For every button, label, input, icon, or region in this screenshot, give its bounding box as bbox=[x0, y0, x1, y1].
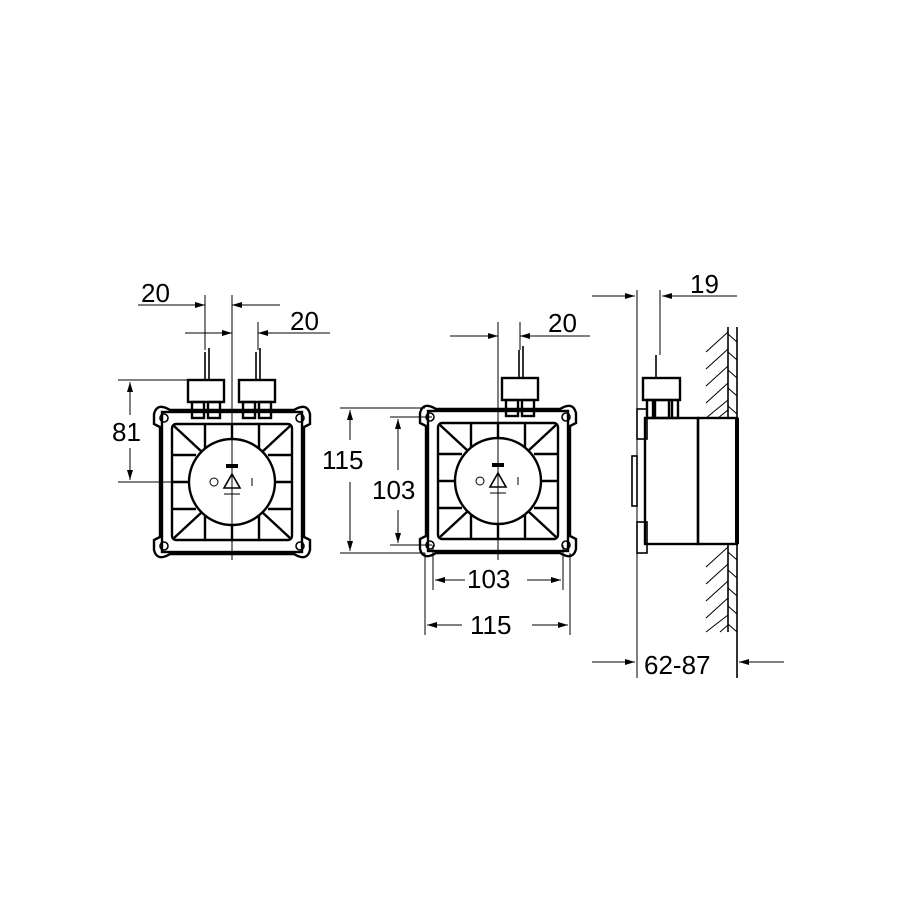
dim-outlet-height: 81 bbox=[112, 417, 141, 447]
dim-right-outlet-offset: 20 bbox=[290, 306, 319, 336]
dim-outer-width: 115 bbox=[470, 610, 511, 640]
dim-installation-depth: 62-87 bbox=[644, 650, 711, 680]
side-view: 19 62-87 bbox=[592, 269, 784, 680]
dim-inner-height: 103 bbox=[372, 475, 415, 505]
dim-left-outlet-offset: 20 bbox=[141, 278, 170, 308]
dim-outlet-depth: 19 bbox=[690, 269, 719, 299]
front-view-single-outlet: 20 115 103 103 115 bbox=[322, 308, 590, 640]
dim-inner-width: 103 bbox=[467, 564, 510, 594]
dim-outlet-offset: 20 bbox=[548, 308, 577, 338]
front-view-two-outlets: 20 20 81 bbox=[112, 278, 330, 560]
dim-outer-height: 115 bbox=[322, 445, 363, 475]
